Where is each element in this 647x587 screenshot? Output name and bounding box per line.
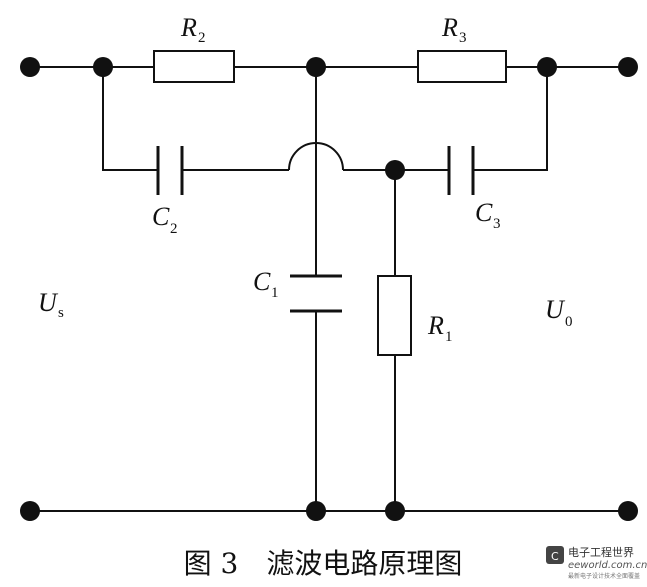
wire-c3-right — [473, 67, 548, 171]
svg-text:s: s — [58, 305, 64, 321]
figure-caption: 图 3 滤波电路原理图 — [184, 547, 463, 580]
circuit-wires — [30, 66, 628, 512]
svg-text:C: C — [475, 198, 493, 227]
junction-c1-bottom — [306, 501, 326, 521]
svg-text:U: U — [38, 288, 59, 317]
label-output-voltage: U 0 — [545, 295, 573, 330]
svg-text:1: 1 — [271, 285, 279, 301]
terminal-input-top — [20, 57, 40, 77]
watermark-url: eeworld.com.cn — [568, 560, 647, 571]
watermark-brand: 电子工程世界 — [568, 546, 634, 559]
svg-text:R: R — [427, 311, 444, 340]
svg-text:C: C — [152, 202, 170, 231]
svg-text:U: U — [545, 295, 566, 324]
svg-text:3: 3 — [459, 30, 467, 46]
capacitor-c1 — [290, 274, 342, 313]
svg-text:1: 1 — [445, 329, 453, 345]
svg-text:2: 2 — [170, 221, 178, 237]
watermark-tagline: 最新电子设计技术全面覆盖 — [568, 572, 640, 580]
svg-text:C: C — [253, 267, 271, 296]
junction-r1-c3 — [385, 160, 405, 180]
terminal-output-top — [618, 57, 638, 77]
resistor-r3 — [417, 50, 507, 83]
junction-right-top — [537, 57, 557, 77]
label-c3: C 3 — [475, 198, 501, 232]
eeworld-watermark: C 电子工程世界 eeworld.com.cn 最新电子设计技术全面覆盖 — [546, 546, 647, 580]
eeworld-logo-icon — [546, 546, 564, 564]
capacitor-c2 — [156, 146, 184, 195]
label-input-voltage: U s — [38, 288, 64, 321]
junction-left-top — [93, 57, 113, 77]
svg-text:2: 2 — [198, 30, 206, 46]
wire-c2-left — [102, 67, 158, 171]
label-c1: C 1 — [253, 267, 279, 301]
label-r1: R 1 — [427, 311, 453, 345]
resistor-r2 — [153, 50, 235, 83]
resistor-r1 — [377, 275, 412, 356]
junction-center-top — [306, 57, 326, 77]
svg-text:R: R — [441, 13, 458, 42]
capacitor-c3 — [447, 146, 475, 195]
circuit-nodes — [20, 57, 638, 521]
svg-text:R: R — [180, 13, 197, 42]
svg-text:C: C — [551, 550, 559, 563]
terminal-input-bottom — [20, 501, 40, 521]
junction-r1-bottom — [385, 501, 405, 521]
terminal-output-bottom — [618, 501, 638, 521]
svg-text:3: 3 — [493, 216, 501, 232]
label-r2: R 2 — [180, 13, 206, 46]
label-c2: C 2 — [152, 202, 178, 237]
svg-text:0: 0 — [565, 314, 573, 330]
label-r3: R 3 — [441, 13, 467, 46]
